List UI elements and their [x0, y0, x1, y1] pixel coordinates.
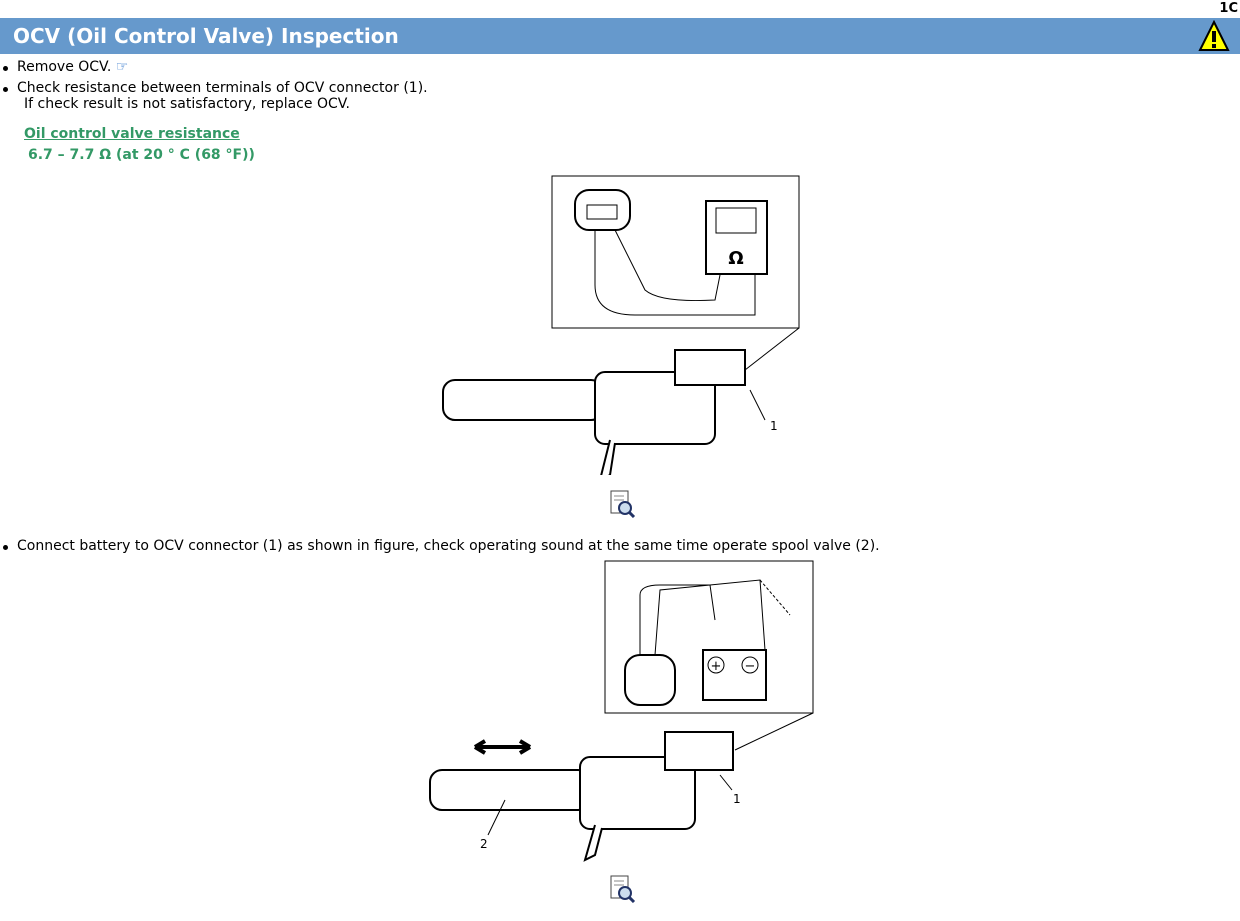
resistance-figure: Ω 1 — [442, 175, 800, 475]
reference-link-icon[interactable]: ☞ — [115, 59, 129, 75]
enlarge-figure-icon[interactable] — [610, 875, 636, 903]
enlarge-figure-icon[interactable] — [610, 490, 636, 518]
step-text: Remove OCV. — [17, 59, 112, 75]
movement-arrow-icon — [473, 739, 532, 755]
page-title: OCV (Oil Control Valve) Inspection — [13, 24, 399, 48]
page-tag: 1C — [1219, 1, 1238, 16]
minus-terminal: − — [745, 659, 756, 674]
step-check-resistance: Check resistance between terminals of OC… — [3, 80, 428, 112]
step-remove-ocv: Remove OCV. ☞ — [2, 59, 129, 75]
step-text: Connect battery to OCV connector (1) as … — [17, 538, 880, 554]
battery-figure: + − 1 2 — [429, 560, 814, 862]
step-connect-battery: Connect battery to OCV connector (1) as … — [3, 538, 880, 554]
callout-1: 1 — [770, 419, 778, 433]
step-subtext: If check result is not satisfactory, rep… — [24, 96, 350, 112]
plus-terminal: + — [711, 659, 722, 674]
section-header: OCV (Oil Control Valve) Inspection — [0, 18, 1240, 54]
spec-heading: Oil control valve resistance — [24, 126, 240, 142]
step-text: Check resistance between terminals of OC… — [17, 80, 428, 96]
callout-1: 1 — [733, 792, 741, 806]
callout-2: 2 — [480, 837, 488, 851]
ohm-symbol: Ω — [728, 248, 743, 269]
spec-value: 6.7 – 7.7 Ω (at 20 ° C (68 °F)) — [28, 147, 255, 163]
warning-icon — [1198, 20, 1230, 51]
